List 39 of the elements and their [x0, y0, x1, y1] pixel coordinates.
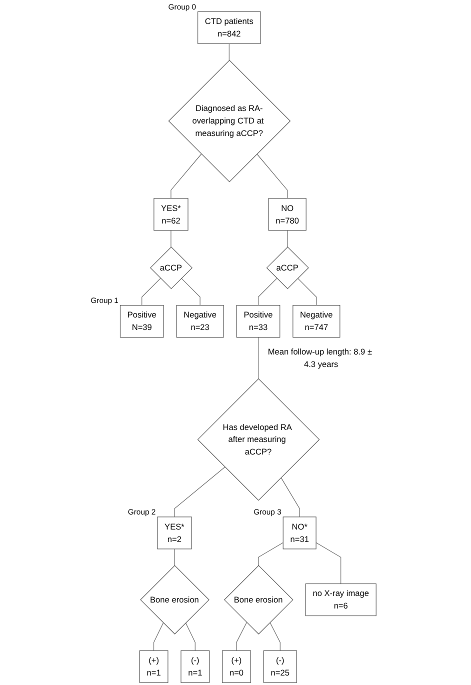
connector	[174, 466, 226, 518]
connector	[236, 622, 247, 651]
connector	[170, 230, 172, 248]
connector	[287, 230, 288, 248]
node-box: Positive N=39	[120, 305, 164, 338]
connector	[297, 278, 317, 306]
node-box: YES* n=2	[157, 516, 192, 550]
connector	[258, 542, 284, 566]
node-diamond: Diagnosed as RA-overlapping CTD at measuring aCCP?	[168, 60, 291, 182]
connector	[174, 548, 175, 566]
connector	[170, 154, 202, 199]
node-box: CTD patients n=842	[198, 11, 261, 44]
node-box: no X-ray image n=6	[305, 583, 376, 616]
connector	[256, 154, 288, 199]
node-box: YES* n=62	[154, 198, 188, 231]
node-box: NO* n=31	[282, 516, 316, 550]
node-diamond: aCCP	[150, 246, 193, 290]
node-diamond: aCCP	[266, 246, 309, 290]
node-box: (+) n=1	[139, 650, 168, 683]
connector	[142, 278, 161, 306]
connector	[270, 622, 280, 651]
node-diamond: Has developed RA after measuring aCCP?	[197, 378, 320, 501]
node-box: (+) n=0	[222, 650, 251, 683]
connector	[228, 43, 230, 61]
node-box: Negative n=23	[176, 305, 224, 338]
connector	[181, 278, 200, 306]
connector	[185, 622, 196, 651]
node-box: Positive n=33	[236, 305, 280, 338]
node-diamond: Bone erosion	[224, 565, 294, 634]
connector	[258, 278, 278, 306]
node-box: Negative n=747	[292, 305, 340, 338]
node-box: NO n=780	[268, 198, 306, 231]
edge-label: Mean follow-up length: 8.9 ± 4.3 years	[268, 346, 372, 369]
node-box: (-) n=25	[263, 650, 297, 683]
connector	[280, 477, 300, 518]
connector	[258, 337, 259, 380]
connector	[154, 622, 164, 651]
node-diamond: Bone erosion	[140, 565, 210, 634]
node-box: (-) n=1	[180, 650, 210, 683]
